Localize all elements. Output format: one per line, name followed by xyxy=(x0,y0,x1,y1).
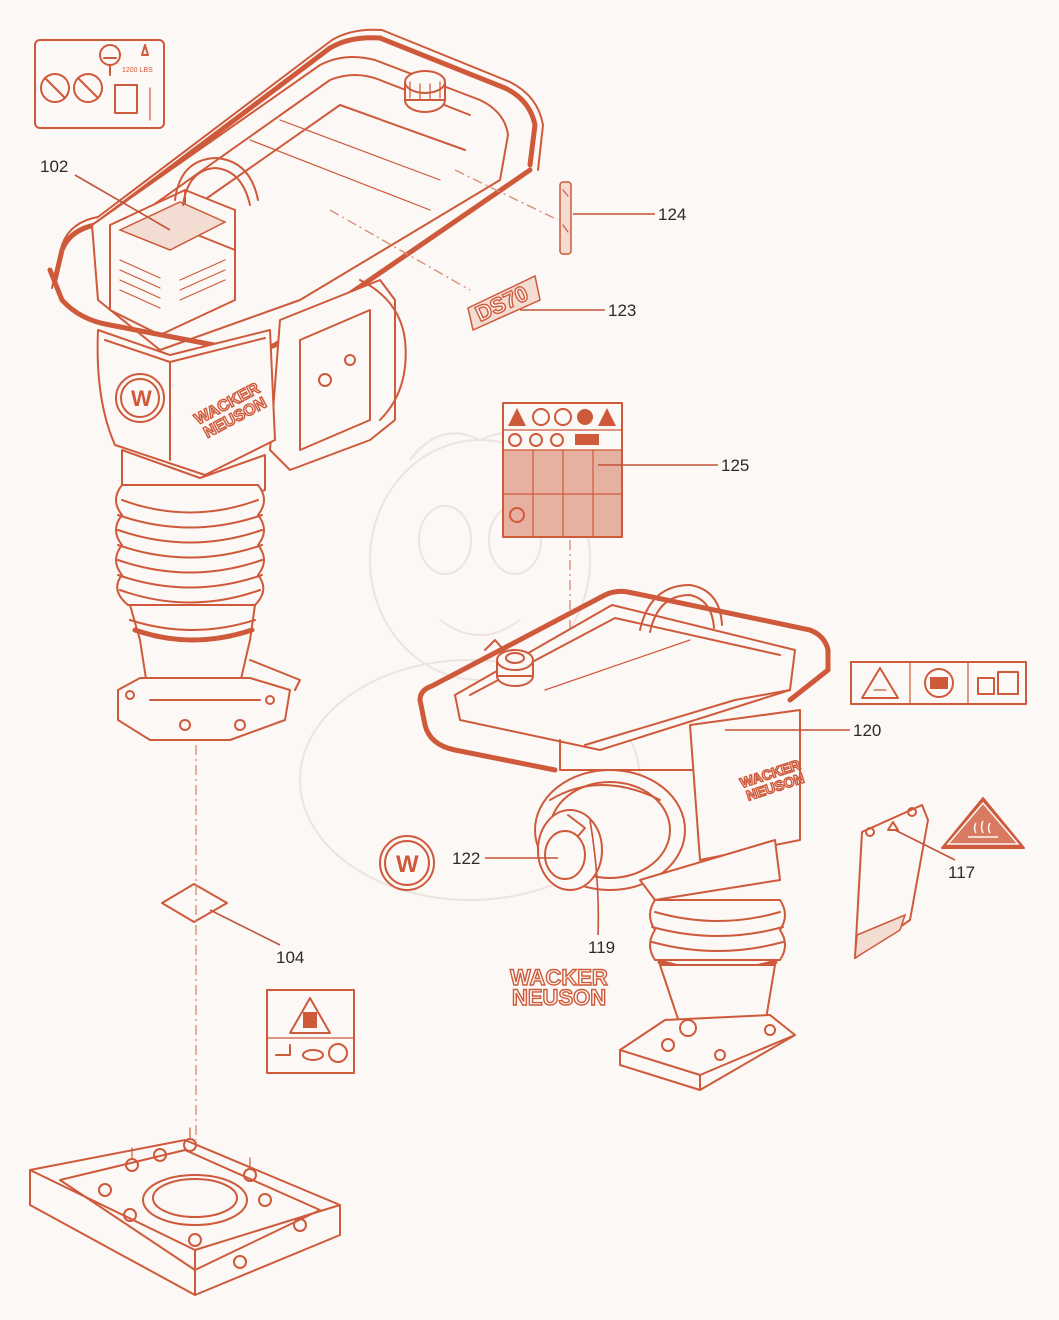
recoil-starter xyxy=(534,769,686,891)
tamping-foot-plate xyxy=(29,1127,341,1296)
bellows-rear xyxy=(115,484,265,606)
callout-123: 123 xyxy=(608,301,636,320)
model-badge-text: DS70 xyxy=(472,281,532,327)
lifting-warning-decal: 1200 LBS xyxy=(34,39,165,129)
foot-warning-decal xyxy=(266,989,355,1074)
w-logo-rear: W xyxy=(131,386,152,411)
lift-capacity-text: 1200 LBS xyxy=(122,67,153,74)
hot-surface-warning-icon xyxy=(941,797,1025,849)
callout-124: 124 xyxy=(658,205,686,224)
part-117-cover: 117 xyxy=(854,804,975,960)
rammer-rear-view: W WACKER NEUSON xyxy=(47,28,544,741)
brand-logo-decal: WACKER NEUSON xyxy=(509,964,608,1010)
part-124-strip-decal: 124 xyxy=(454,169,686,255)
leader-102 xyxy=(74,174,171,231)
callout-120: 120 xyxy=(853,721,881,740)
rammer-front-view: WACKER NEUSON xyxy=(417,584,831,1091)
fuel-cap-front xyxy=(484,639,534,687)
bellows-front xyxy=(649,899,786,974)
callout-122: 122 xyxy=(452,849,480,868)
part-125-operation-decal xyxy=(502,402,623,538)
part-104-pad: 104 xyxy=(161,883,304,967)
part-120-warning-strip xyxy=(850,661,1027,705)
callout-119: 119 xyxy=(588,938,615,957)
fuel-cap-rear xyxy=(404,70,446,113)
callout-104: 104 xyxy=(276,948,304,967)
callout-102: 102 xyxy=(40,157,68,176)
callout-125: 125 xyxy=(721,456,749,475)
brand-wacker-decal: WACKER xyxy=(510,965,608,990)
brand-neuson-decal: NEUSON xyxy=(512,985,606,1010)
air-filter-box xyxy=(109,189,236,336)
callout-117: 117 xyxy=(948,863,975,882)
leader-119 xyxy=(589,819,600,936)
w-logo-letter: W xyxy=(396,851,419,878)
w-logo-decal: W xyxy=(379,835,435,891)
